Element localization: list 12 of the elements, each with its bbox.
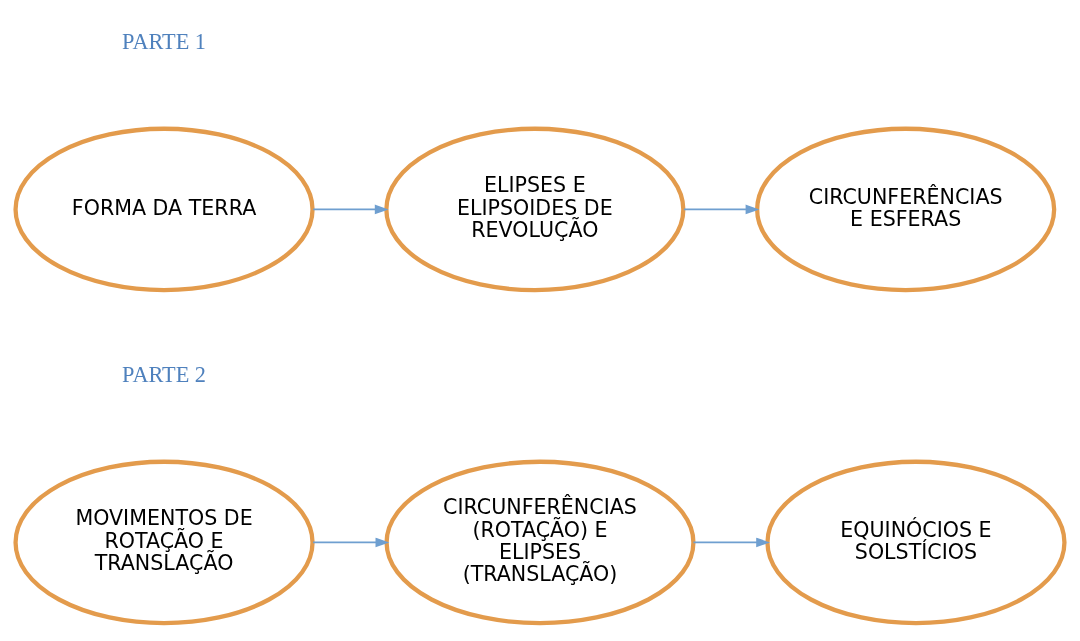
- node-ellipse: CIRCUNFERÊNCIAS (ROTAÇÃO) E ELIPSES (TRANSLAÇÃO): [384, 459, 696, 625]
- node-ellipse: EQUINÓCIOS E SOLSTÍCIOS: [765, 459, 1067, 625]
- node-ellipse: MOVIMENTOS DE ROTAÇÃO E TRANSLAÇÃO: [13, 459, 315, 625]
- arrow: [683, 204, 760, 214]
- arrow: [312, 537, 390, 547]
- node-ellipse: ELIPSES E ELIPSOIDES DE REVOLUÇÃO: [384, 126, 686, 292]
- label: PARTE 2: [122, 361, 207, 387]
- arrow: [312, 204, 389, 214]
- label: PARTE 1: [122, 28, 207, 54]
- node-ellipse: CIRCUNFERÊNCIAS E ESFERAS: [755, 126, 1057, 292]
- arrow: [692, 537, 770, 547]
- node-ellipse: FORMA DA TERRA: [13, 126, 315, 292]
